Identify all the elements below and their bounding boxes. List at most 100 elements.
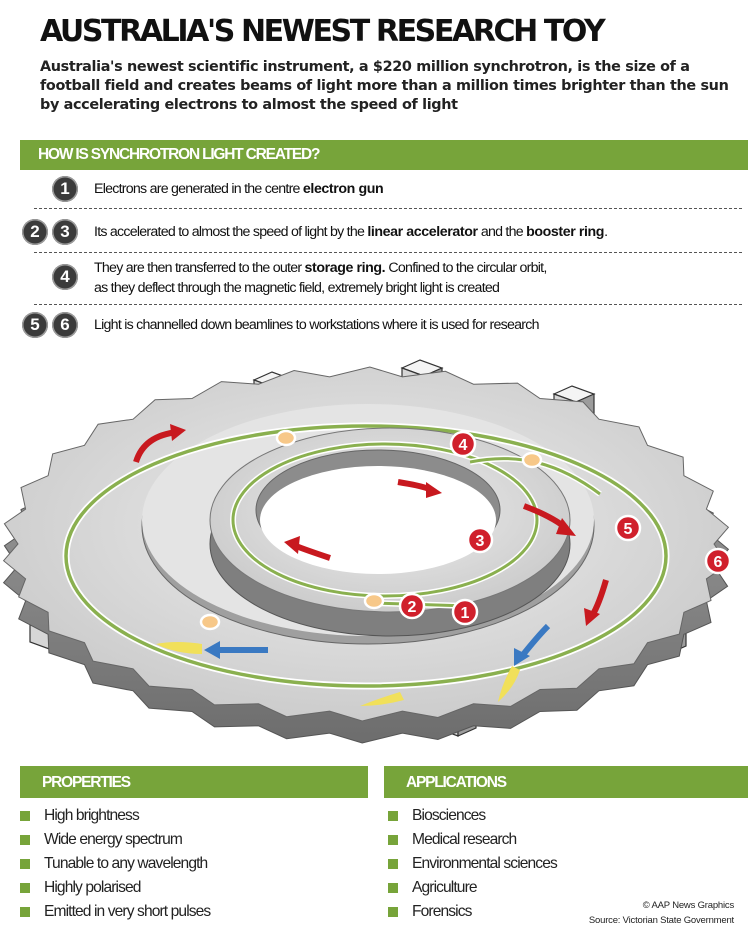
step-badge: 2 bbox=[22, 219, 48, 245]
bullet-icon bbox=[388, 907, 398, 917]
bullet-icon bbox=[388, 859, 398, 869]
step-badge: 5 bbox=[22, 312, 48, 338]
arrow-head-icon bbox=[584, 608, 600, 626]
marker-label: 4 bbox=[459, 437, 468, 454]
step-marker-1: 1 bbox=[451, 598, 479, 626]
step-badge: 6 bbox=[52, 312, 78, 338]
divider bbox=[34, 304, 742, 305]
list-item: Biosciences bbox=[388, 804, 557, 828]
page-title: AUSTRALIA'S NEWEST RESEARCH TOY bbox=[40, 14, 606, 49]
list-item: Medical research bbox=[388, 828, 557, 852]
light-beam-icon bbox=[156, 642, 202, 654]
step-5-6: 5 6 Light is channelled down beamlines t… bbox=[20, 306, 748, 344]
step-text-bold: booster ring bbox=[526, 224, 605, 240]
flow-arrows bbox=[133, 424, 609, 666]
info-panels: PROPERTIES APPLICATIONS High brightness … bbox=[20, 766, 748, 936]
step-text: They are then transferred to the outer s… bbox=[94, 258, 547, 298]
marker-circle bbox=[466, 526, 494, 554]
list-item: Emitted in very short pulses bbox=[20, 900, 211, 924]
step-text: Its accelerated to almost the speed of l… bbox=[94, 222, 608, 242]
divider bbox=[34, 208, 742, 209]
list-item: Tunable to any wavelength bbox=[20, 852, 210, 876]
marker-label: 6 bbox=[714, 554, 723, 571]
magnet-icon bbox=[521, 451, 543, 469]
list-item-text: Tunable to any wavelength bbox=[44, 855, 208, 872]
bullet-icon bbox=[20, 883, 30, 893]
magnet-icon bbox=[199, 613, 221, 631]
step-text-part: Confined to the circular orbit, bbox=[385, 260, 547, 276]
list-item: Forensics bbox=[388, 900, 557, 924]
booster-orbit bbox=[231, 442, 539, 598]
arrow-head-icon bbox=[204, 641, 220, 659]
list-item: Agriculture bbox=[388, 876, 557, 900]
bullet-icon bbox=[20, 835, 30, 845]
marker-circle bbox=[614, 514, 642, 542]
list-item-text: Wide energy spectrum bbox=[44, 831, 183, 848]
marker-label: 1 bbox=[461, 605, 470, 622]
magnet-icon bbox=[275, 429, 297, 447]
section-title: HOW IS SYNCHROTRON LIGHT CREATED? bbox=[38, 146, 321, 163]
marker-circle bbox=[451, 598, 479, 626]
step-badge: 1 bbox=[52, 176, 78, 202]
storage-orbit bbox=[64, 424, 668, 688]
arrow-head-icon bbox=[426, 482, 442, 498]
booster-ring-centre bbox=[260, 466, 496, 574]
list-item-text: Emitted in very short pulses bbox=[44, 903, 211, 920]
list-item-text: High brightness bbox=[44, 807, 140, 824]
bullet-icon bbox=[388, 811, 398, 821]
bullet-icon bbox=[20, 811, 30, 821]
arrow-head-icon bbox=[556, 518, 576, 536]
marker-circle bbox=[398, 592, 426, 620]
marker-label: 2 bbox=[408, 599, 417, 616]
step-marker-5: 5 bbox=[614, 514, 642, 542]
copyright-credit: © AAP News Graphics bbox=[642, 900, 734, 911]
step-text-bold: storage ring. bbox=[304, 260, 386, 276]
marker-label: 5 bbox=[624, 521, 633, 538]
arrow-head-icon bbox=[170, 424, 186, 441]
step-marker-4: 4 bbox=[449, 430, 477, 458]
marker-label: 3 bbox=[476, 533, 485, 550]
synchrotron-diagram: 1 2 3 4 5 6 bbox=[2, 359, 732, 744]
section-header: HOW IS SYNCHROTRON LIGHT CREATED? bbox=[20, 140, 748, 170]
step-marker-6: 6 bbox=[704, 547, 732, 575]
step-marker-2: 2 bbox=[398, 592, 426, 620]
step-badge: 4 bbox=[52, 264, 78, 290]
light-cones bbox=[156, 642, 520, 706]
step-1: 1 Electrons are generated in the centre … bbox=[20, 170, 748, 208]
marker-circle bbox=[704, 547, 732, 575]
applications-header: APPLICATIONS bbox=[384, 766, 748, 798]
list-item: High brightness bbox=[20, 804, 210, 828]
bullet-icon bbox=[388, 883, 398, 893]
marker-circle bbox=[449, 430, 477, 458]
list-item-text: Forensics bbox=[412, 903, 472, 920]
applications-title: APPLICATIONS bbox=[406, 774, 507, 791]
step-text: Light is channelled down beamlines to wo… bbox=[94, 315, 539, 335]
bullet-icon bbox=[388, 835, 398, 845]
step-marker-3: 3 bbox=[466, 526, 494, 554]
step-text-part: They are then transferred to the outer bbox=[94, 260, 305, 276]
step-text-bold: linear accelerator bbox=[367, 224, 478, 240]
properties-title: PROPERTIES bbox=[42, 774, 131, 791]
step-text-part: Electrons are generated in the centre bbox=[94, 181, 303, 197]
step-text-part: and the bbox=[477, 224, 527, 240]
list-item-text: Biosciences bbox=[412, 807, 486, 824]
step-text-part: Its accelerated to almost the speed of l… bbox=[94, 224, 368, 240]
step-text-part: . bbox=[604, 224, 608, 240]
magnet-icon bbox=[363, 592, 385, 610]
light-beam-icon bbox=[498, 666, 520, 702]
list-item: Environmental sciences bbox=[388, 852, 558, 876]
step-text-part: Light is channelled down beamlines to wo… bbox=[94, 317, 539, 333]
list-item-text: Agriculture bbox=[412, 879, 478, 896]
light-beam-icon bbox=[360, 692, 404, 706]
divider bbox=[34, 252, 742, 253]
bullet-icon bbox=[20, 907, 30, 917]
applications-list: Biosciences Medical research Environment… bbox=[388, 804, 558, 924]
steps-list: 1 Electrons are generated in the centre … bbox=[20, 170, 748, 344]
step-text-part: as they deflect through the magnetic fie… bbox=[94, 280, 500, 296]
step-markers: 1 2 3 4 5 6 bbox=[398, 430, 732, 626]
step-text: Electrons are generated in the centre el… bbox=[94, 179, 384, 199]
bending-magnets bbox=[199, 429, 543, 631]
step-4: 4 They are then transferred to the outer… bbox=[20, 254, 748, 304]
list-item-text: Medical research bbox=[412, 831, 517, 848]
step-text-bold: electron gun bbox=[302, 181, 384, 197]
